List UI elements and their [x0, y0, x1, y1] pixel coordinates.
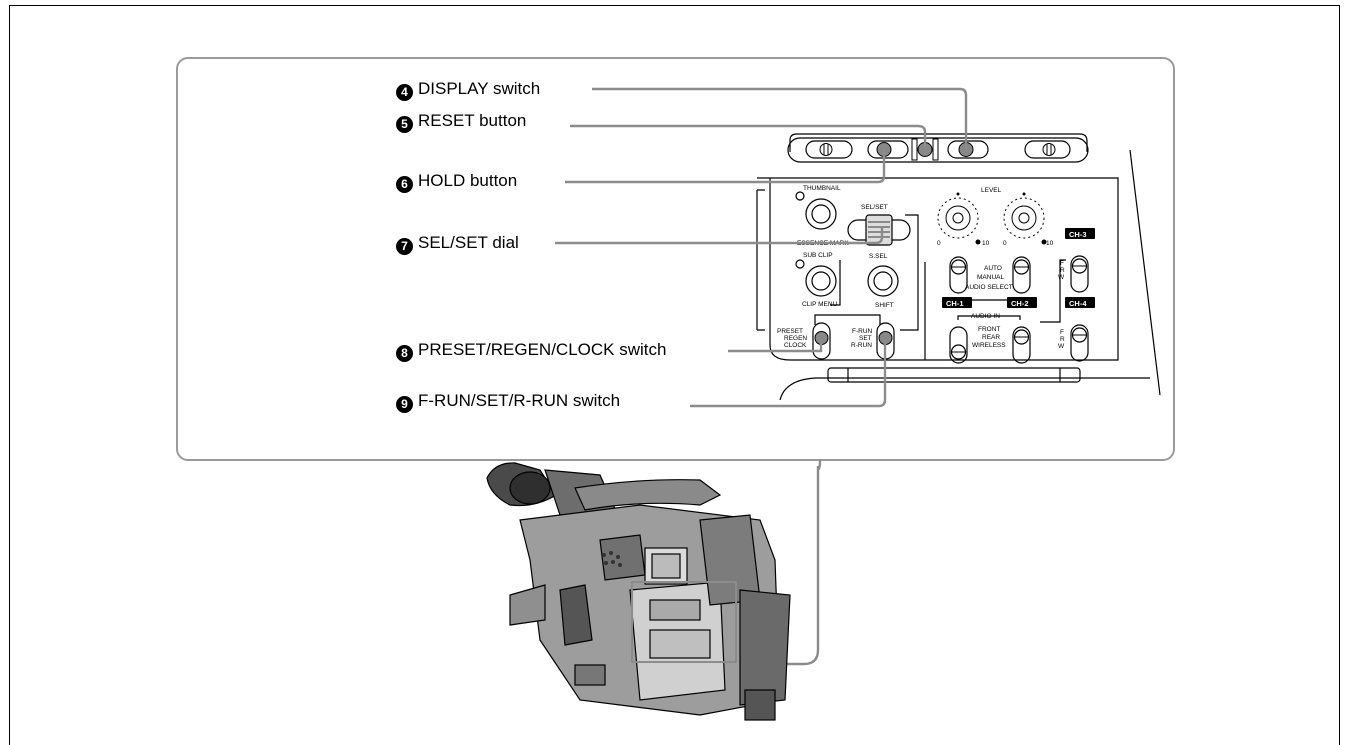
scale-min-text-2: 0	[1003, 240, 1007, 247]
callout-number: 6	[396, 176, 413, 193]
callout-f-run-set-r-run-switch: 9 F-RUN/SET/R-RUN switch	[396, 391, 620, 413]
slot-1	[805, 140, 853, 159]
auto-text: AUTO	[984, 265, 1002, 272]
callout-number: 9	[396, 396, 413, 413]
scale-min-text: 0	[937, 240, 941, 247]
scale-max-text-2: 10	[1046, 240, 1054, 247]
knob-1-icon	[819, 143, 833, 156]
knob-4-icon	[1042, 143, 1056, 156]
scale-max-text: 10	[982, 240, 990, 247]
ch1-text: CH-1	[946, 299, 964, 308]
audio-in-ch2-switch[interactable]	[1012, 326, 1031, 364]
callout-number: 7	[396, 238, 413, 255]
regen-text: REGEN	[784, 335, 807, 342]
thumbnail-button[interactable]	[805, 198, 837, 230]
speaker-grille-icon	[602, 551, 622, 567]
audio-select-text: AUDIO SELECT	[965, 284, 1013, 291]
ch1-badge	[942, 297, 972, 308]
control-panel-outline	[757, 177, 1119, 361]
ch2-badge	[1007, 297, 1037, 308]
ch2-text: CH-2	[1011, 299, 1029, 308]
top-strip	[787, 137, 1089, 163]
ch3-input-switch[interactable]	[1070, 255, 1089, 293]
callout-number: 4	[396, 84, 413, 101]
slot-4	[1024, 140, 1071, 159]
ch4-input-switch[interactable]	[1070, 324, 1089, 362]
callout-box	[176, 57, 1175, 461]
callout-hold-button: 6 HOLD button	[396, 171, 517, 193]
sub-clip-text: SUB CLIP	[803, 252, 833, 259]
thumbnail-text: THUMBNAIL	[803, 185, 841, 192]
w-text-2: W	[1058, 343, 1065, 350]
r-text: R	[1060, 267, 1065, 274]
front-text: FRONT	[978, 326, 1000, 333]
leader-lines	[555, 87, 968, 666]
ch4-text: CH-4	[1069, 299, 1087, 308]
callout-number: 8	[396, 345, 413, 362]
callout-reset-button: 5 RESET button	[396, 111, 526, 133]
callout-label: HOLD button	[418, 171, 518, 190]
w-text: W	[1058, 274, 1065, 281]
audio-in-text: AUDIO IN	[971, 313, 1000, 320]
highlight-region	[631, 581, 737, 663]
ch3-text: CH-3	[1069, 230, 1087, 239]
thumbnail-led-icon	[795, 191, 805, 201]
callout-display-switch: 4 DISPLAY switch	[396, 79, 540, 101]
audio-in-ch1-switch[interactable]	[949, 326, 968, 364]
slot-hold	[867, 140, 909, 159]
subclip-button[interactable]	[805, 265, 837, 297]
lower-bar	[827, 367, 1081, 383]
callout-label: F-RUN/SET/R-RUN switch	[418, 391, 621, 410]
panel-illustration: THUMBNAIL ESSENCE MARK SUB CLIP CLIP MEN…	[486, 87, 1161, 721]
slot-display	[947, 140, 989, 159]
callout-preset-regen-clock-switch: 8 PRESET/REGEN/CLOCK switch	[396, 340, 666, 362]
level-text: LEVEL	[981, 187, 1002, 194]
preset-text: PRESET	[777, 328, 803, 335]
sel-set-text: SEL/SET	[861, 204, 888, 211]
rear-text: REAR	[982, 334, 1000, 341]
clip-menu-text: CLIP MENU	[802, 301, 838, 308]
set-text: SET	[859, 335, 872, 342]
camcorder-illustration	[486, 462, 791, 721]
ch4-badge	[1065, 297, 1095, 308]
s-sel-button[interactable]	[867, 265, 899, 297]
r-run-text: R-RUN	[851, 342, 872, 349]
level-dial-2[interactable]	[1003, 197, 1045, 239]
level-dial-1[interactable]	[937, 197, 979, 239]
callout-sel-set-dial: 7 SEL/SET dial	[396, 233, 519, 255]
shift-text: SHIFT	[875, 302, 894, 309]
callout-label: DISPLAY switch	[418, 79, 541, 98]
ch3-badge	[1065, 228, 1095, 239]
sel-set-dial[interactable]	[865, 214, 893, 246]
f-text: F	[1060, 260, 1064, 267]
f-run-text: F-RUN	[852, 328, 873, 335]
callout-label: RESET button	[418, 111, 527, 130]
callout-number: 5	[396, 116, 413, 133]
audio-select-ch1-switch[interactable]	[949, 256, 968, 294]
subclip-led-icon	[795, 259, 805, 269]
f-text-2: F	[1060, 329, 1064, 336]
audio-select-ch2-switch[interactable]	[1012, 256, 1031, 294]
s-sel-text: S.SEL	[869, 253, 888, 260]
manual-text: MANUAL	[977, 274, 1004, 281]
page-frame	[9, 5, 1340, 745]
clock-text: CLOCK	[784, 342, 807, 349]
callout-label: SEL/SET dial	[418, 233, 519, 252]
callout-label: PRESET/REGEN/CLOCK switch	[418, 340, 667, 359]
wireless-text: WIRELESS	[972, 342, 1006, 349]
r-text-2: R	[1060, 336, 1065, 343]
